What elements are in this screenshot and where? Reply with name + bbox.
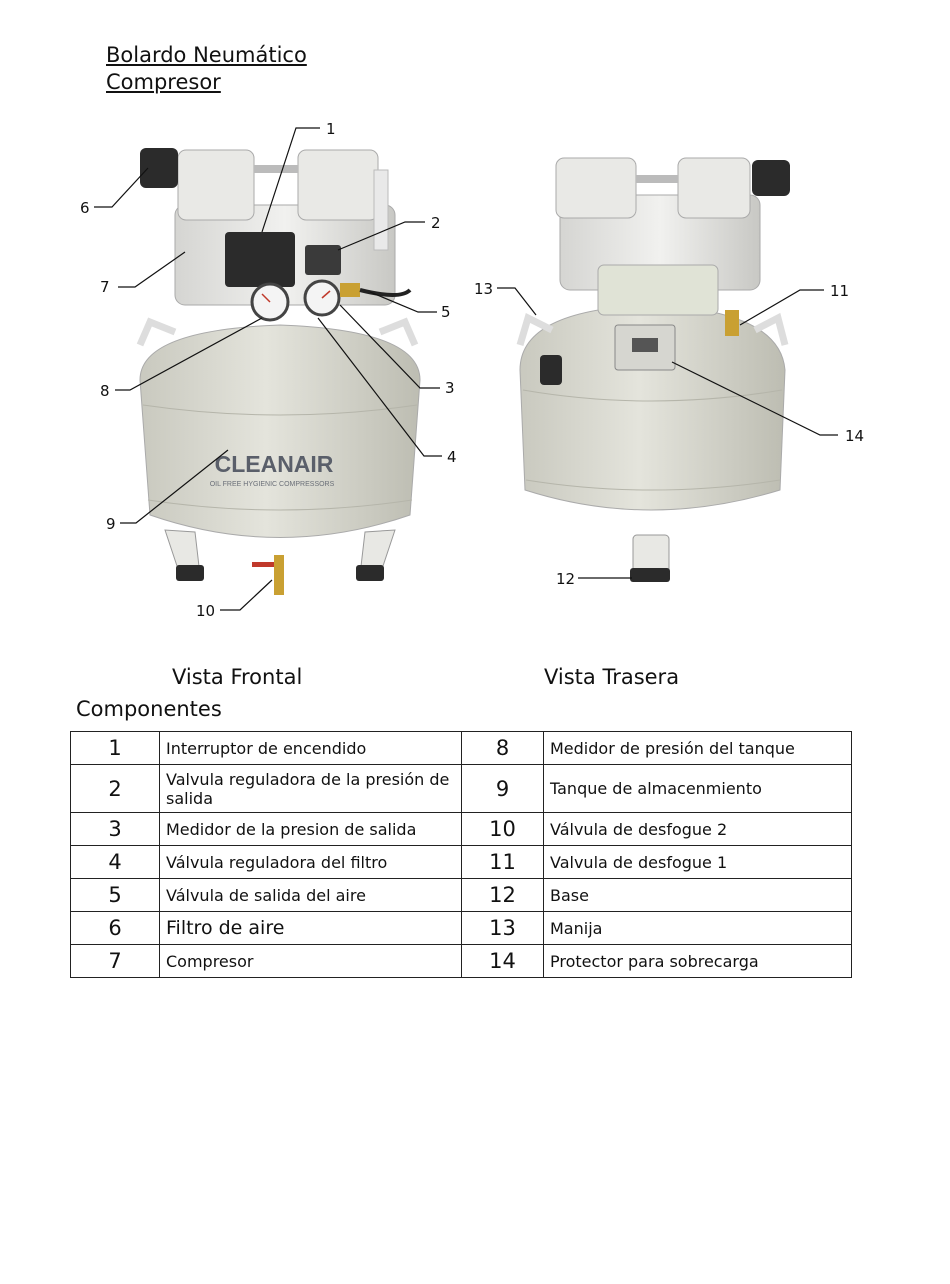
callout-10: 10 [196, 602, 215, 620]
callout-11: 11 [830, 282, 849, 300]
front-view-caption: Vista Frontal [172, 665, 303, 689]
component-number: 12 [461, 878, 544, 912]
compressor-diagram: CLEANAIR OIL FREE HYGIENIC COMPRESSORS [80, 120, 864, 620]
component-number: 8 [461, 731, 544, 765]
component-label: Válvula reguladora del filtro [159, 845, 462, 879]
brand-logo: CLEANAIR [215, 451, 334, 477]
component-label: Interruptor de encendido [159, 731, 462, 765]
table-row: 1 Interruptor de encendido 8 Medidor de … [70, 731, 852, 765]
callout-2: 2 [431, 214, 441, 232]
component-label: Medidor de presión del tanque [543, 731, 852, 765]
rear-view-caption: Vista Trasera [544, 665, 680, 689]
component-number: 3 [70, 812, 160, 846]
front-view-illustration: CLEANAIR OIL FREE HYGIENIC COMPRESSORS [136, 148, 421, 595]
components-heading: Componentes [76, 697, 222, 721]
callout-5: 5 [441, 303, 451, 321]
component-number: 4 [70, 845, 160, 879]
components-table: 1 Interruptor de encendido 8 Medidor de … [70, 731, 852, 978]
table-row: 4 Válvula reguladora del filtro 11 Valvu… [70, 845, 852, 879]
component-number: 9 [461, 764, 544, 813]
callout-1: 1 [326, 120, 336, 138]
table-row: 7 Compresor 14 Protector para sobrecarga [70, 944, 852, 978]
component-number: 2 [70, 764, 160, 813]
callout-6: 6 [80, 199, 90, 217]
component-label: Filtro de aire [159, 911, 462, 945]
component-label: Tanque de almacenmiento [543, 764, 852, 813]
brand-tagline: OIL FREE HYGIENIC COMPRESSORS [210, 481, 335, 488]
title-line-1: Bolardo Neumático [106, 43, 307, 67]
rear-view-illustration [516, 157, 790, 582]
callout-13: 13 [474, 280, 493, 298]
component-number: 7 [70, 944, 160, 978]
component-number: 14 [461, 944, 544, 978]
title-line-2: Compresor [106, 70, 221, 94]
callout-7: 7 [100, 278, 110, 296]
component-number: 11 [461, 845, 544, 879]
component-label: Base [543, 878, 852, 912]
component-number: 13 [461, 911, 544, 945]
callout-8: 8 [100, 382, 110, 400]
table-row: 3 Medidor de la presion de salida 10 Vál… [70, 812, 852, 846]
component-number: 1 [70, 731, 160, 765]
callout-9: 9 [106, 515, 116, 533]
component-number: 6 [70, 911, 160, 945]
component-label: Válvula de desfogue 2 [543, 812, 852, 846]
table-row: 6 Filtro de aire 13 Manija [70, 911, 852, 945]
component-label: Medidor de la presion de salida [159, 812, 462, 846]
component-label: Válvula de salida del aire [159, 878, 462, 912]
component-label: Valvula reguladora de la presión de sali… [159, 764, 462, 813]
component-label: Valvula de desfogue 1 [543, 845, 852, 879]
callout-4: 4 [447, 448, 457, 466]
callout-lines [94, 127, 838, 611]
page-title: Bolardo Neumático Compresor [106, 42, 307, 96]
callout-14: 14 [845, 427, 864, 445]
component-label: Compresor [159, 944, 462, 978]
component-label: Manija [543, 911, 852, 945]
component-label: Protector para sobrecarga [543, 944, 852, 978]
component-number: 5 [70, 878, 160, 912]
table-row: 5 Válvula de salida del aire 12 Base [70, 878, 852, 912]
callout-3: 3 [445, 379, 455, 397]
callout-12: 12 [556, 570, 575, 588]
table-row: 2 Valvula reguladora de la presión de sa… [70, 764, 852, 813]
component-number: 10 [461, 812, 544, 846]
